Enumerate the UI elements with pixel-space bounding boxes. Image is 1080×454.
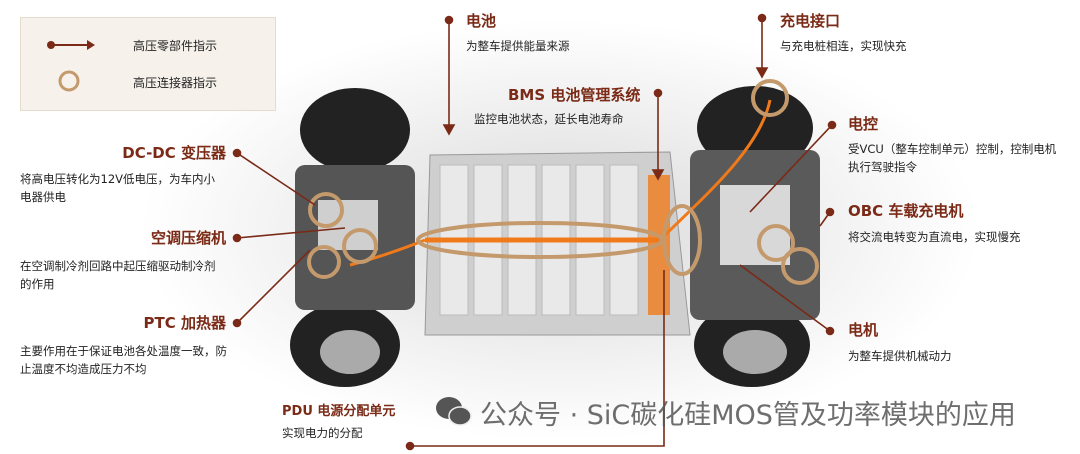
pdu-title: PDU 电源分配单元 <box>282 404 396 419</box>
dcdc-desc: 将高电压转化为12V低电压，为车内小电器供电 <box>20 172 215 204</box>
motor-title: 电机 <box>848 321 879 339</box>
battery-desc: 为整车提供能量来源 <box>466 39 570 53</box>
charge-port-desc: 与充电桩相连，实现快充 <box>780 39 907 53</box>
legend-icons <box>47 40 95 92</box>
bms-desc: 监控电池状态，延长电池寿命 <box>474 112 624 126</box>
legend-label: 高压零部件指示 <box>133 39 218 53</box>
arrow-indicator-icon <box>47 40 95 50</box>
ac-compressor-desc: 在空调制冷剂回路中起压缩驱动制冷剂的作用 <box>20 259 216 291</box>
ptc-title: PTC 加热器 <box>143 314 226 332</box>
charge-port-title: 充电接口 <box>780 12 841 30</box>
legend-label: 高压连接器指示 <box>133 76 218 90</box>
ptc-desc: 主要作用在于保证电池各处温度一致，防止温度不均造成压力不均 <box>20 344 227 376</box>
legend: 高压零部件指示 高压连接器指示 <box>20 17 276 111</box>
ecu-title: 电控 <box>848 115 879 133</box>
dcdc-title: DC-DC 变压器 <box>122 144 226 162</box>
watermark: 公众号 · SiC碳化硅MOS管及功率模块的应用 <box>480 400 1016 431</box>
wechat-icon <box>436 397 472 426</box>
pdu-desc: 实现电力的分配 <box>282 426 363 440</box>
ac-compressor-title: 空调压缩机 <box>150 229 226 247</box>
ring-indicator-icon <box>58 70 80 92</box>
ecu-desc: 受VCU（整车控制单元）控制，控制电机执行驾驶指令 <box>848 142 1057 174</box>
obc-desc: 将交流电转变为直流电，实现慢充 <box>848 230 1021 244</box>
bms-title: BMS 电池管理系统 <box>508 86 641 104</box>
motor-desc: 为整车提供机械动力 <box>848 349 952 363</box>
battery-title: 电池 <box>466 12 497 30</box>
obc-title: OBC 车载充电机 <box>848 202 964 220</box>
